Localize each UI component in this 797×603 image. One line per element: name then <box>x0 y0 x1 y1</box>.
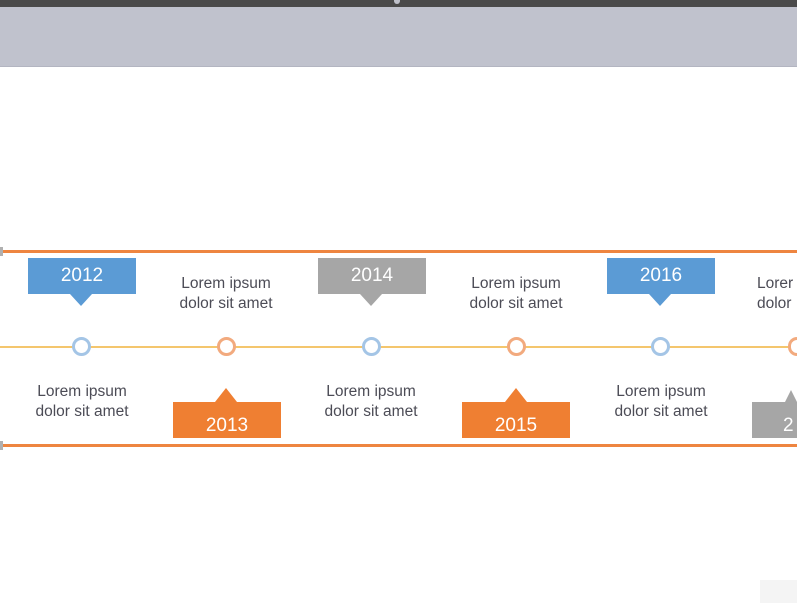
caption-line: dolor sit amet <box>469 295 563 312</box>
timeline-axis <box>0 346 797 348</box>
timeline-node-2 <box>217 337 236 356</box>
timeline-node-1 <box>72 337 91 356</box>
year-label-2012: 2012 <box>28 258 136 294</box>
slide-header-bar <box>0 7 797 67</box>
caption-line: dolor sit amet <box>614 403 708 420</box>
timeline-frame-bottom <box>0 444 797 447</box>
timeline-frame-top <box>0 250 797 253</box>
year-pointer-partial <box>785 390 797 402</box>
timeline-node-3 <box>362 337 381 356</box>
caption-line: dolor sit amet <box>179 295 273 312</box>
caption-line: Lorem ipsum <box>616 383 706 400</box>
caption-line: Lorem ipsum <box>471 275 561 292</box>
caption-line: Lorem ipsum <box>37 383 127 400</box>
caption-item-6-partial: Lorer dolor <box>757 274 797 314</box>
frame-tick-bottom <box>0 441 3 450</box>
year-pointer-2016 <box>649 294 671 306</box>
caption-line: Lorem ipsum <box>326 383 416 400</box>
year-label-2013: 2013 <box>173 402 281 438</box>
year-pointer-2014 <box>360 294 382 306</box>
timeline-node-4 <box>507 337 526 356</box>
caption-line: dolor <box>757 295 792 312</box>
caption-line: Lorem ipsum <box>181 275 271 292</box>
year-label-2016: 2016 <box>607 258 715 294</box>
year-pointer-2012 <box>70 294 92 306</box>
timeline-node-6-partial <box>788 337 797 356</box>
year-pointer-2015 <box>505 388 527 402</box>
timeline-node-5 <box>651 337 670 356</box>
caption-line: dolor sit amet <box>35 403 129 420</box>
window-top-strip <box>0 0 797 7</box>
caption-line: dolor sit amet <box>324 403 418 420</box>
year-label-2015: 2015 <box>462 402 570 438</box>
caption-item-5: Lorem ipsum dolor sit amet <box>591 382 731 422</box>
corner-patch <box>760 580 797 603</box>
caption-item-1: Lorem ipsum dolor sit amet <box>12 382 152 422</box>
caption-line: Lorer <box>757 275 794 292</box>
year-label-2014: 2014 <box>318 258 426 294</box>
caption-item-4: Lorem ipsum dolor sit amet <box>446 274 586 314</box>
caption-item-2: Lorem ipsum dolor sit amet <box>156 274 296 314</box>
year-label-partial: 2 <box>752 402 797 438</box>
top-strip-handle <box>394 0 400 4</box>
year-pointer-2013 <box>215 388 237 402</box>
caption-item-3: Lorem ipsum dolor sit amet <box>301 382 441 422</box>
frame-tick-top <box>0 247 3 256</box>
